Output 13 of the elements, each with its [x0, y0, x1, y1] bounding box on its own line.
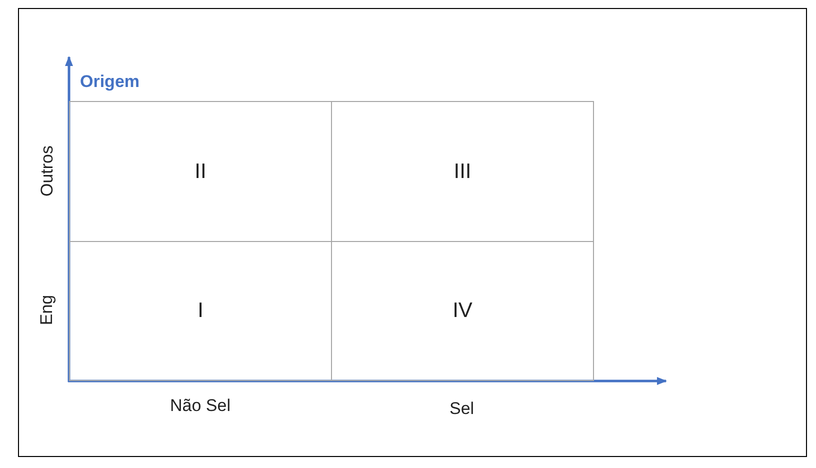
matrix-quadrant — [331, 241, 594, 381]
axis-category-label: Não Sel — [170, 396, 230, 416]
axis-category-label: Sel — [450, 399, 474, 419]
matrix-quadrant — [69, 241, 332, 381]
quadrant-numeral: I — [198, 299, 204, 323]
axis-category-label: Eng — [37, 294, 58, 326]
matrix-quadrant — [331, 101, 594, 242]
quadrant-numeral: III — [454, 160, 472, 184]
axis-title: Origem — [80, 72, 140, 92]
quadrant-numeral: II — [194, 160, 206, 184]
axis-category-label: Outros — [37, 145, 58, 197]
quadrant-numeral: IV — [452, 299, 472, 323]
matrix-quadrant — [69, 101, 332, 242]
